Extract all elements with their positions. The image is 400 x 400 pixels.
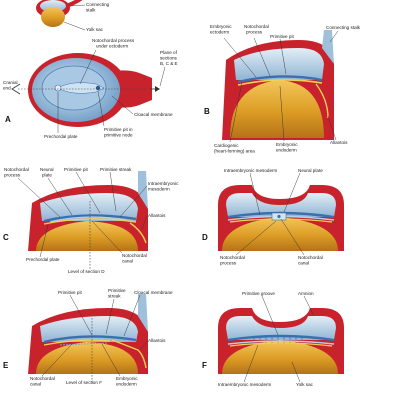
label-primitive-pit-c: Primitive pit [64, 167, 88, 172]
label-prechordal-plate-c: Prechordal plate [26, 257, 60, 262]
label-allantois-b: Allantois [330, 140, 348, 145]
label-yolk-sac-f: Yolk sac [296, 382, 314, 387]
panel-f-letter: F [202, 361, 207, 370]
panel-d-letter: D [202, 233, 208, 242]
panel-e-letter: E [3, 361, 9, 370]
panel-a-inset [36, 0, 83, 27]
label-cloacal-membrane-a: Cloacal membrane [134, 112, 173, 117]
primitive-pit-marker [95, 85, 101, 91]
panel-d-section [218, 185, 344, 251]
panel-f-section [218, 308, 344, 374]
label-neural-plate-d: Neural plate [298, 168, 323, 173]
label-amnion-f: Amnion [298, 291, 314, 296]
panel-e-section [28, 294, 148, 374]
panel-b-section [222, 30, 334, 140]
label-primitive-streak-c: Primitive streak [100, 167, 132, 172]
panel-f: F Primitive groove Amnion Intraembryonic… [202, 291, 344, 387]
label-level-section-d: Level of section D [68, 269, 105, 274]
label-primitive-pit-e: Primitive pit [58, 290, 82, 295]
label-prechordal-plate-a: Prechordal plate [44, 134, 78, 139]
label-intraembryonic-mesoderm-d: Intraembryonic mesoderm [224, 168, 278, 173]
label-primitive-pit-b: Primitive pit [270, 34, 294, 39]
label-cloacal-membrane-e: Cloacal membrane [134, 290, 173, 295]
label-primitive-groove: Primitive groove [242, 291, 275, 296]
panel-b-letter: B [204, 107, 210, 116]
label-yolk-sac-a: Yolk sac [86, 27, 104, 32]
label-allantois-e: Allantois [148, 338, 166, 343]
panel-c-letter: C [3, 233, 9, 242]
panel-a-letter: A [5, 115, 11, 124]
label-intraembryonic-mesoderm-f: Intraembryonic mesoderm [218, 382, 272, 387]
panel-c-section [28, 171, 148, 251]
panel-d: D Intraembryonic mesoderm Neural plate N… [202, 168, 344, 266]
label-cardiogenic-area: Cardiogenic(heart-forming) area [214, 143, 255, 154]
label-allantois-c: Allantois [148, 213, 166, 218]
label-level-section-f: Level of section F [66, 380, 102, 385]
label-connecting-stalk-b: Connecting stalk [326, 25, 361, 30]
